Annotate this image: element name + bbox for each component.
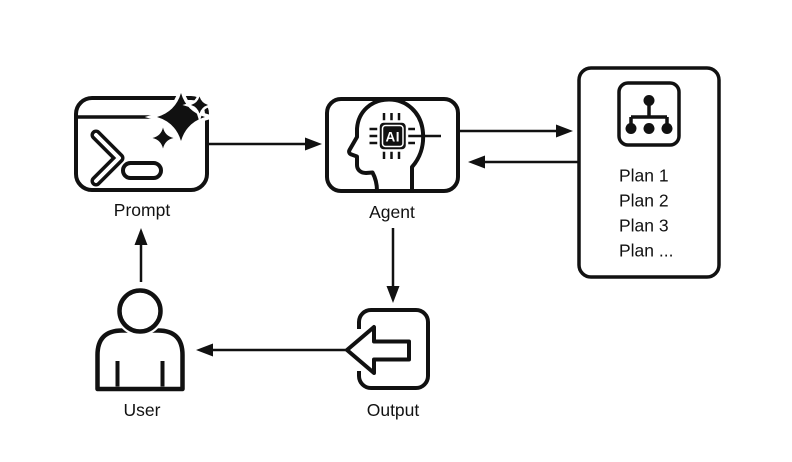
person-icon [95,286,185,392]
hierarchy-tree-icon [617,81,681,147]
prompt-node: Prompt [74,80,218,220]
ai-chip-text: AI [386,130,401,145]
sparkle-icon [144,80,218,154]
agent-node: AI Agent [325,97,460,222]
prompt-label: Prompt [114,200,171,220]
arrow-agent-to-output [386,228,400,303]
arrow-output-to-user [196,343,348,357]
plan-list-item: Plan 2 [619,191,669,211]
plan-list: Plan 1 Plan 2 Plan 3 Plan ... [619,166,673,261]
arrow-user-to-prompt [134,228,148,282]
user-label: User [124,400,161,420]
ai-chip [377,120,409,152]
user-node: User [95,286,185,420]
edges-layer [134,124,579,357]
arrow-plans-to-agent [468,155,579,169]
output-node: Output [345,308,430,420]
arrow-prompt-to-agent [208,137,322,151]
plans-box [577,66,721,279]
plan-list-item: Plan ... [619,241,673,261]
plans-node: Plan 1 Plan 2 Plan 3 Plan ... [577,66,721,279]
chip-pins [369,113,441,159]
output-label: Output [367,400,420,420]
arrow-agent-to-plans [459,124,573,138]
export-arrow-icon [345,308,430,390]
ai-head-chip-icon: AI [347,97,441,193]
plan-list-item: Plan 1 [619,166,669,186]
agent-label: Agent [369,202,415,222]
ai-chip-inner-border [381,124,404,148]
plan-list-item: Plan 3 [619,216,669,236]
